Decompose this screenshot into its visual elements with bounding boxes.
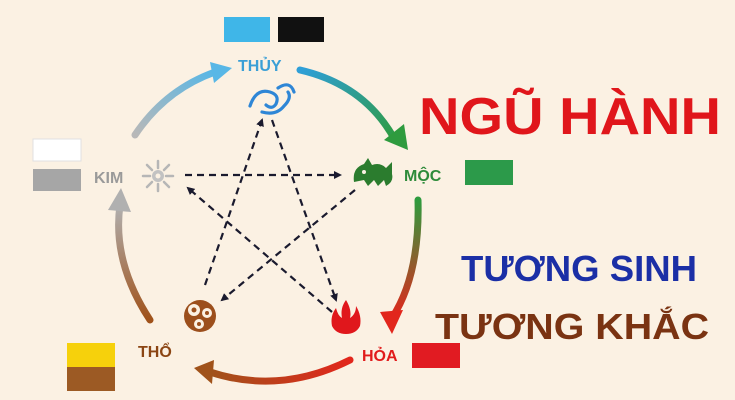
label-thuy: THỦY (238, 56, 282, 75)
arrow-thuy-to-moc (296, 66, 399, 144)
swatch-thuy-1 (224, 17, 270, 42)
metal-star-icon (141, 159, 175, 193)
arrow-tho-to-kim (115, 201, 154, 324)
arrowhead-tho (194, 360, 214, 384)
generating-cycle (108, 62, 422, 385)
swatch-moc (465, 160, 513, 185)
arrow-moc-to-hoa (388, 196, 422, 322)
arrow-hoa-to-kim (186, 186, 333, 313)
arrowhead-thuy (210, 62, 232, 83)
label-hoa: HỎA (362, 346, 398, 365)
swatch-thuy-2 (278, 17, 324, 42)
arrowhead-kim (108, 188, 131, 212)
arrow-kim-to-thuy (131, 68, 219, 139)
fire-icon (331, 300, 361, 334)
swatch-hoa (412, 343, 460, 368)
arrowhead-moc (384, 124, 408, 150)
water-cloud-icon (248, 83, 296, 115)
swatch-kim-2 (33, 169, 81, 191)
main-title: NGŨ HÀNH (419, 87, 721, 146)
subtitle-tuong-khac: TƯƠNG KHẮC (435, 305, 709, 347)
label-moc: MỘC (404, 166, 442, 185)
arrow-moc-to-tho (220, 189, 356, 302)
subtitle-tuong-sinh: TƯƠNG SINH (461, 248, 697, 289)
controlling-star (185, 118, 356, 313)
swatch-tho-2 (67, 367, 115, 391)
wood-dragon-icon (353, 158, 393, 186)
arrow-tho-to-thuy (203, 118, 264, 286)
arrow-thuy-to-hoa (270, 119, 338, 302)
swatch-tho-1 (67, 343, 115, 367)
arrowhead-hoa (380, 310, 403, 334)
arrow-hoa-to-tho (206, 356, 354, 385)
label-tho: THỔ (138, 342, 172, 361)
label-kim: KIM (94, 170, 123, 187)
earth-swirl-icon (184, 300, 216, 332)
swatch-kim-1 (32, 138, 82, 162)
